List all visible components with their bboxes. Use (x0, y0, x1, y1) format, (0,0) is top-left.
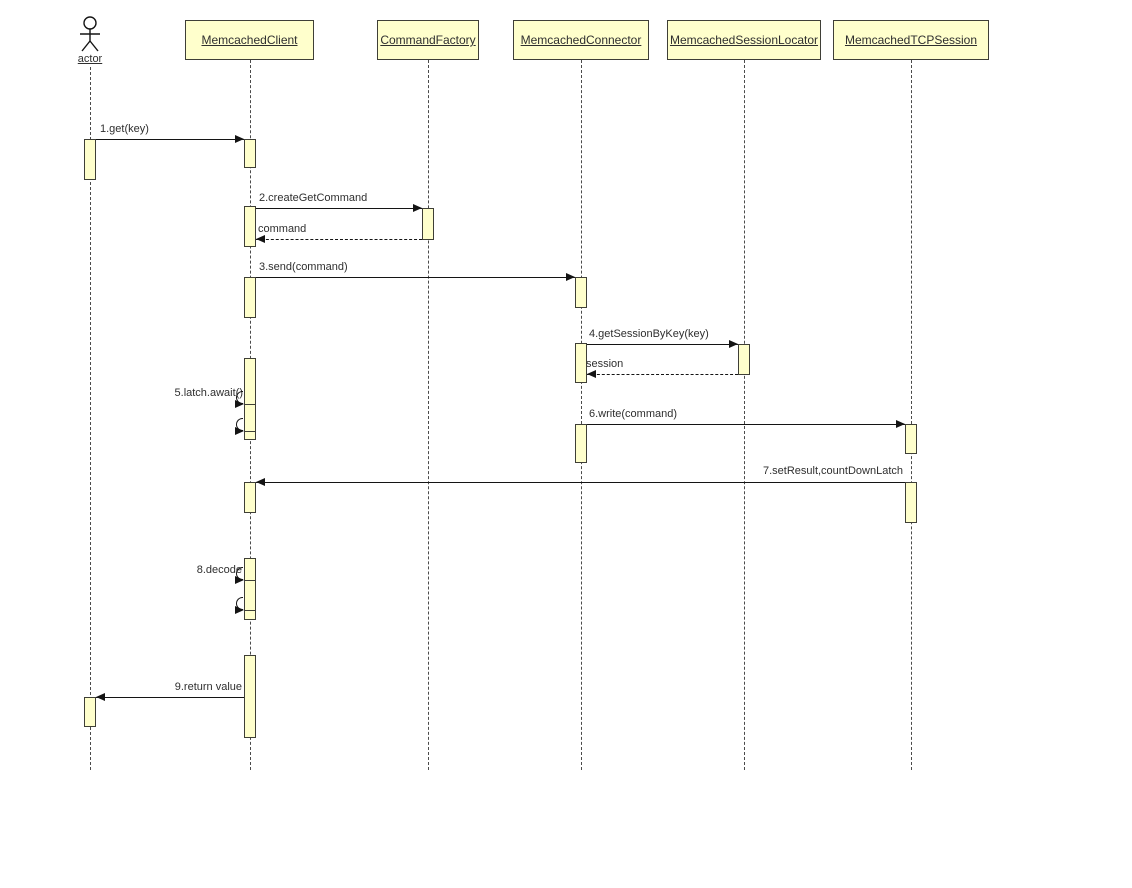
message-8-arrowhead-icon (235, 576, 244, 584)
message-5-return-arrowhead-icon (235, 427, 244, 435)
participant-box-memcachedtcpsession: MemcachedTCPSession (833, 20, 989, 60)
return-command-label: command (258, 223, 307, 235)
activation-client-8 (244, 558, 256, 620)
activation-client-5 (244, 358, 256, 440)
message-2-label: 2.createGetCommand (259, 192, 368, 204)
participant-box-memcachedconnector: MemcachedConnector (513, 20, 649, 60)
lifeline-commandfactory (428, 60, 429, 770)
message-7-label: 7.setResult,countDownLatch (762, 465, 903, 477)
message-9-arrowhead-icon (96, 693, 105, 701)
activation-client-5-divider-2 (244, 431, 256, 432)
participant-label-memcachedtcpsession: MemcachedTCPSession (844, 33, 978, 47)
activation-client-9 (244, 655, 256, 738)
activation-tcpsession-7 (905, 482, 917, 523)
activation-client-1 (244, 139, 256, 168)
message-6-line (587, 424, 905, 425)
message-6-arrowhead-icon (896, 420, 905, 428)
message-2-line (256, 208, 422, 209)
participant-box-memcachedclient: MemcachedClient (185, 20, 314, 60)
activation-actor-1 (84, 139, 96, 180)
lifeline-actor (90, 67, 91, 770)
message-4-label: 4.getSessionByKey(key) (589, 328, 709, 340)
activation-connector-3 (575, 277, 587, 308)
lifeline-memcachedconnector (581, 60, 582, 770)
return-command-arrowhead-icon (256, 235, 265, 243)
message-7-arrowhead-icon (256, 478, 265, 486)
message-1-arrowhead-icon (235, 135, 244, 143)
message-5-label: 5.latch.await() (174, 387, 243, 399)
message-8-return-arrowhead-icon (235, 606, 244, 614)
activation-tcpsession-6 (905, 424, 917, 454)
message-4-line (587, 344, 738, 345)
activation-client-8-divider-1 (244, 580, 256, 581)
message-8-label: 8.decode (196, 564, 242, 576)
participant-label-actor: actor (77, 53, 103, 65)
activation-factory-2 (422, 208, 434, 240)
activation-actor-9 (84, 697, 96, 727)
message-3-label: 3.send(command) (259, 261, 348, 273)
activation-client-2 (244, 206, 256, 247)
activation-client-8-divider-2 (244, 610, 256, 611)
return-command-line (256, 239, 422, 240)
participant-box-memcachedsessionlocator: MemcachedSessionLocator (667, 20, 821, 60)
activation-client-3 (244, 277, 256, 318)
message-9-label: 9.return value (174, 681, 242, 693)
participant-label-commandfactory: CommandFactory (380, 33, 476, 47)
participant-label-memcachedconnector: MemcachedConnector (520, 33, 642, 47)
message-1-line (96, 139, 244, 140)
activation-connector-4 (575, 343, 587, 383)
lifeline-memcachedsessionlocator (744, 60, 745, 770)
message-6-label: 6.write(command) (589, 408, 678, 420)
message-9-line (96, 697, 244, 698)
message-3-line (256, 277, 575, 278)
message-4-arrowhead-icon (729, 340, 738, 348)
activation-locator-4 (738, 344, 750, 375)
activation-client-5-divider-1 (244, 404, 256, 405)
message-2-arrowhead-icon (413, 204, 422, 212)
participant-label-memcachedclient: MemcachedClient (201, 33, 298, 47)
message-5-arrowhead-icon (235, 400, 244, 408)
participant-box-commandfactory: CommandFactory (377, 20, 479, 60)
participant-label-memcachedsessionlocator: MemcachedSessionLocator (669, 33, 819, 47)
return-session-line (587, 374, 738, 375)
message-3-arrowhead-icon (566, 273, 575, 281)
lifeline-memcachedtcpsession (911, 60, 912, 770)
message-7-line (256, 482, 905, 483)
activation-client-7 (244, 482, 256, 513)
message-1-label: 1.get(key) (100, 123, 149, 135)
return-session-label: session (586, 358, 624, 370)
return-session-arrowhead-icon (587, 370, 596, 378)
activation-connector-6 (575, 424, 587, 463)
actor-figure-icon (80, 16, 100, 52)
